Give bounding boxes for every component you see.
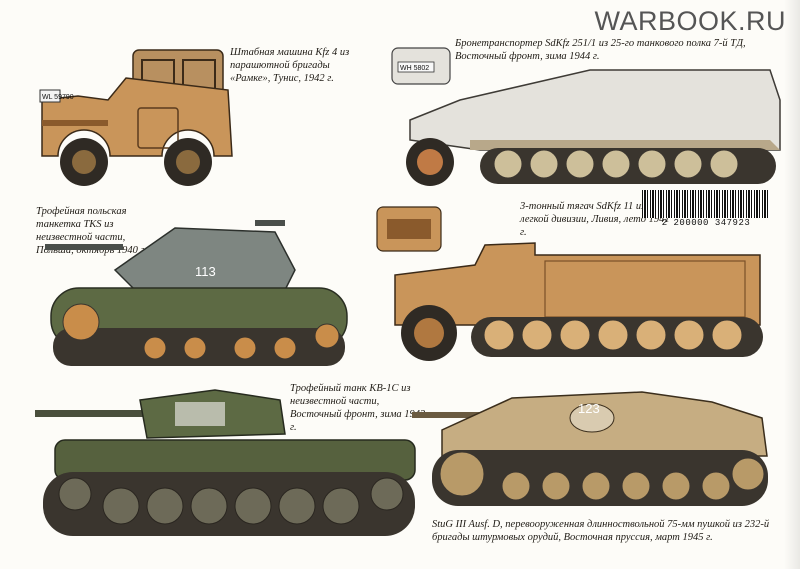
tks-number: 113 (195, 264, 216, 279)
page-gutter-shadow (784, 0, 800, 569)
sdkfz11-tractor-illustration (376, 206, 763, 361)
kfz4-staff-car-illustration: WL 59790 (39, 49, 233, 186)
watermark: WARBOOK.RU (594, 6, 786, 36)
sdkfz251-plate: WH 5802 (400, 65, 429, 72)
barcode-bars (642, 190, 770, 218)
caption-kv1: Трофейный танк КВ-1С из неизвестной част… (290, 383, 426, 433)
caption-sdkfz251: Бронетранспортер SdKfz 251/1 из 25-го та… (455, 38, 746, 62)
kfz4-plate: WL 59790 (42, 94, 74, 101)
stug-number: 123 (578, 401, 600, 416)
kv1s-tank-illustration (35, 389, 416, 536)
tks-tankette-illustration: 113 (45, 220, 348, 366)
caption-stug: StuG III Ausf. D, перевооруженная длинно… (432, 519, 770, 543)
stug3-assault-gun-illustration: 123 (412, 391, 768, 506)
caption-kfz4: Штабная машина Kfz 4 из парашютной брига… (230, 47, 350, 84)
sdkfz251-halftrack-illustration: WH 5802 (391, 47, 781, 186)
barcode-number: 2 200000 347923 (661, 218, 751, 228)
barcode: 2 200000 347923 (642, 190, 770, 230)
caption-sdkfz11: 3-тонный тягач SdKfz 11 из 5-й легкой ди… (520, 201, 670, 238)
caption-tks: Трофейная польская танкетка TKS из неизв… (36, 206, 148, 256)
